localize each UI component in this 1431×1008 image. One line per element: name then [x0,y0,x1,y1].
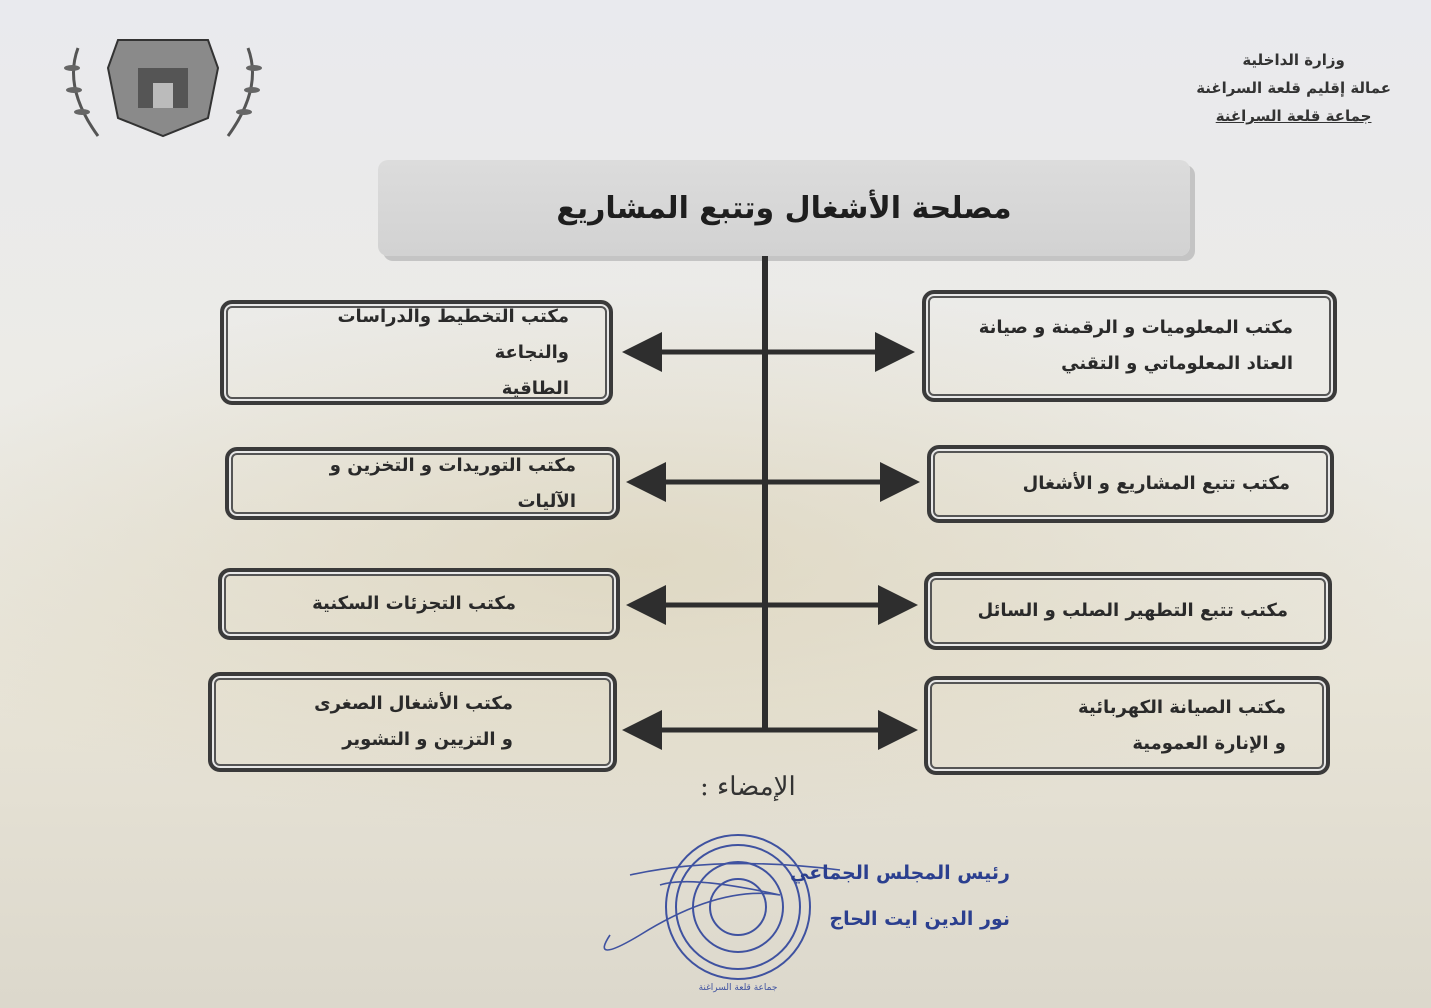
office-box-supplies: مكتب التوريدات و التخزين و الآليات [225,447,620,520]
emblem-logo [64,39,262,138]
office-label: و التزيين و التشوير [342,729,513,750]
commune-name: جماعة قلعة السراغنة [1215,107,1372,125]
office-box-minor-works: مكتب الأشغال الصغرى و التزيين و التشوير [208,672,617,772]
office-box-projects: مكتب تتبع المشاريع و الأشغال [927,445,1334,523]
office-label: مكتب تتبع التطهير الصلب و السائل [977,600,1288,621]
chart-title-box: مصلحة الأشغال وتتبع المشاريع [378,160,1190,256]
stamp-text: جماعة قلعة السراغنة [699,983,778,993]
ministry-name: وزارة الداخلية [1242,51,1345,69]
signatory-role: رئيس المجلس الجماعي [789,862,1010,884]
office-box-planning: مكتب التخطيط والدراسات والنجاعة الطاقية [220,300,613,405]
document-header: وزارة الداخلية عمالة إقليم قلعة السراغنة… [1196,46,1391,130]
official-stamp: جماعة قلعة السراغنة [603,834,841,993]
office-label: مكتب الأشغال الصغرى [314,693,513,714]
office-label: مكتب الصيانة الكهربائية [1077,696,1286,718]
office-box-subdivisions: مكتب التجزئات السكنية [218,568,620,640]
office-box-it: مكتب المعلوميات و الرقمنة و صيانة العتاد… [922,290,1337,402]
signature-block: رئيس المجلس الجماعي نور الدين ايت الحاج [760,850,1010,942]
office-box-sanitation: مكتب تتبع التطهير الصلب و السائل [924,572,1332,650]
office-label: مكتب التوريدات و التخزين و الآليات [329,454,576,512]
office-label: مكتب التجزئات السكنية [312,593,516,614]
office-label: و الإنارة العمومية [1132,732,1286,754]
province-name: عمالة إقليم قلعة السراغنة [1196,79,1391,97]
office-label: الطاقية [501,377,569,399]
office-label: مكتب التخطيط والدراسات والنجاعة [337,305,569,363]
office-box-electrical: مكتب الصيانة الكهربائية و الإنارة العموم… [924,676,1330,775]
office-label: العتاد المعلوماتي و التقني [1061,353,1293,374]
signatory-name: نور الدين ايت الحاج [829,908,1010,930]
signature-label: الإمضاء : [700,772,796,802]
office-label: مكتب تتبع المشاريع و الأشغال [1022,473,1290,494]
office-label: مكتب المعلوميات و الرقمنة و صيانة [978,317,1293,338]
